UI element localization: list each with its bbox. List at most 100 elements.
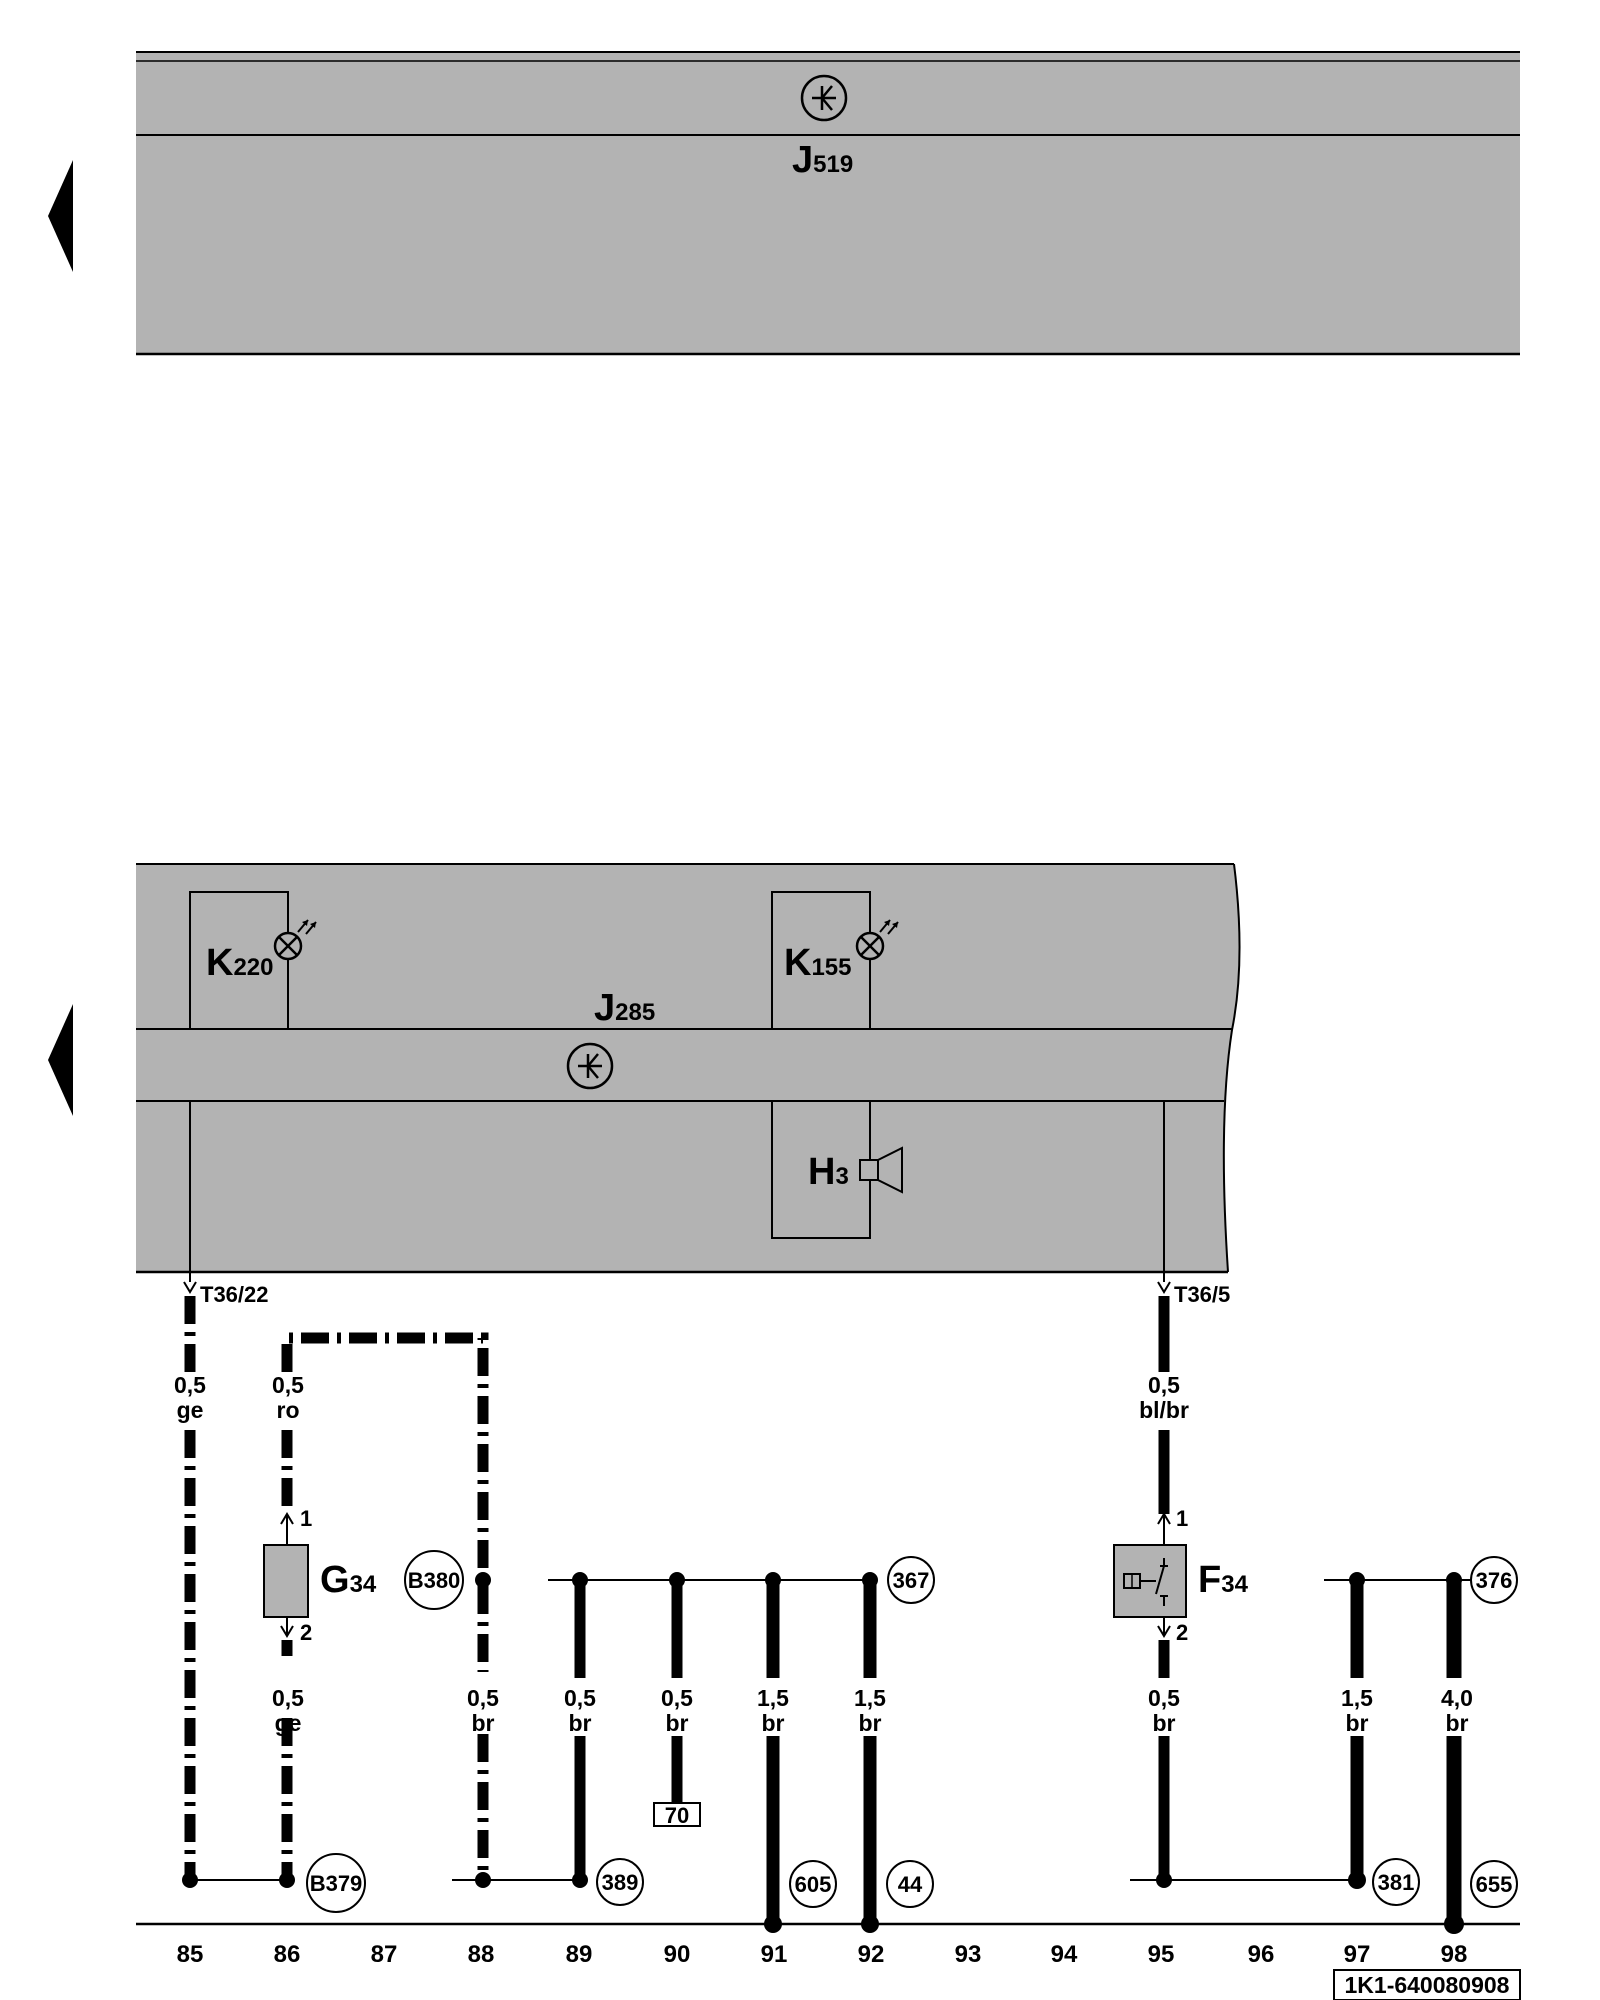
track-number: 86: [274, 1941, 301, 1968]
drawing-code-label: 1K1-640080908: [1345, 1972, 1510, 1998]
track-number: 89: [566, 1941, 593, 1968]
module-j285: K220 K155 J285: [136, 863, 1241, 1282]
wire-98: [1444, 1572, 1464, 1934]
track-number: 90: [664, 1941, 691, 1968]
lamp-k220-label: K220: [206, 942, 274, 984]
switch-f34-pin-1: 1: [1176, 1506, 1188, 1531]
ref-b380: B380: [404, 1550, 464, 1610]
switch-icon: [1123, 1558, 1168, 1606]
ref-389: 389: [596, 1858, 644, 1906]
track-number: 97: [1344, 1941, 1371, 1968]
wire-85-gauge: 0,5: [174, 1372, 206, 1398]
ref-605: 605: [789, 1860, 837, 1908]
track-number: 88: [468, 1941, 495, 1968]
ref-389-label: 389: [602, 1870, 639, 1895]
wire-90-color: br: [666, 1710, 689, 1736]
track-number: 95: [1148, 1941, 1175, 1968]
track-number: 91: [761, 1941, 788, 1968]
connector-t36-5: T36/5: [1157, 1281, 1230, 1307]
wire-95-top-gauge: 0,5: [1148, 1372, 1180, 1398]
ref-376-label: 376: [1476, 1568, 1513, 1593]
wire-95: [1130, 1296, 1357, 1888]
wire-97-gauge: 1,5: [1341, 1685, 1373, 1711]
wire-97: [1348, 1572, 1366, 1889]
wire-86: [279, 1332, 489, 1888]
track-number: 92: [858, 1941, 885, 1968]
wire-97-color: br: [1346, 1710, 1369, 1736]
buzzer-h3-label: H3: [808, 1151, 849, 1193]
ref-b379-label: B379: [310, 1871, 363, 1896]
connector-t36-5-label: T36/5: [1174, 1282, 1230, 1307]
module-j519-label: J519: [792, 139, 853, 181]
track-number: 96: [1248, 1941, 1275, 1968]
left-arrow-icon[interactable]: [48, 1004, 73, 1116]
wire-98-gauge: 4,0: [1441, 1685, 1473, 1711]
track-numbers: 85 86 87 88 89 90 91 92 93 94 95 96 97 9…: [177, 1941, 1468, 1968]
switch-f34: 1 2 F34: [1113, 1506, 1249, 1645]
sensor-g34-pin-1: 1: [300, 1506, 312, 1531]
wire-85-color: ge: [177, 1397, 204, 1423]
ref-655-label: 655: [1476, 1872, 1513, 1897]
lamp-k220: K220: [189, 891, 317, 1030]
wire-89-gauge: 0,5: [564, 1685, 596, 1711]
track-number: 93: [955, 1941, 982, 1968]
wire-89: [572, 1572, 588, 1888]
wire-88: [452, 1572, 580, 1888]
left-arrow-icon[interactable]: [48, 160, 73, 272]
track-number: 87: [371, 1941, 398, 1968]
wire-88-color: br: [472, 1710, 495, 1736]
sensor-g34-pin-2: 2: [300, 1620, 312, 1645]
indicator-lamp-icon: [273, 919, 317, 961]
track-number: 98: [1441, 1941, 1468, 1968]
lamp-k155-label: K155: [784, 942, 852, 984]
speaker-icon: [859, 1146, 903, 1194]
wire-91-color: br: [762, 1710, 785, 1736]
switch-f34-pin-2: 2: [1176, 1620, 1188, 1645]
ground-symbol-icon: [800, 74, 848, 122]
wire-86-bottom-gauge: 0,5: [272, 1685, 304, 1711]
wire-86-top-color: ro: [277, 1397, 300, 1423]
wire-92-gauge: 1,5: [854, 1685, 886, 1711]
ref-367-label: 367: [893, 1568, 930, 1593]
drawing-code: 1K1-640080908: [1333, 1969, 1521, 2000]
wire-95-top-color: bl/br: [1139, 1397, 1189, 1423]
sensor-g34-label: G34: [320, 1559, 377, 1601]
ref-605-label: 605: [795, 1872, 832, 1897]
wire-86-top-gauge: 0,5: [272, 1372, 304, 1398]
ref-367: 367: [887, 1556, 935, 1604]
module-j519: J519: [136, 51, 1520, 356]
ref-655: 655: [1470, 1860, 1518, 1908]
track-number: 94: [1051, 1941, 1078, 1968]
ref-box-70: 70: [653, 1802, 701, 1828]
track-number: 85: [177, 1941, 204, 1968]
module-j285-label: J285: [594, 987, 655, 1029]
wire-88-gauge: 0,5: [467, 1685, 499, 1711]
ref-376: 376: [1470, 1556, 1518, 1604]
connector-t36-22-label: T36/22: [200, 1282, 269, 1307]
connector-t36-22: T36/22: [183, 1281, 269, 1307]
wire-95-bottom-color: br: [1153, 1710, 1176, 1736]
wire-86-bottom-color: ge: [275, 1710, 302, 1736]
ground-symbol-icon: [566, 1042, 614, 1090]
ref-b380-label: B380: [408, 1568, 461, 1593]
wire-91-gauge: 1,5: [757, 1685, 789, 1711]
wire-85: [182, 1296, 288, 1888]
ref-b379: B379: [306, 1853, 366, 1913]
wire-91: [764, 1572, 782, 1933]
buzzer-h3: H3: [771, 1100, 903, 1239]
wire-95-bottom-gauge: 0,5: [1148, 1685, 1180, 1711]
lamp-k155: K155: [771, 891, 899, 1030]
wire-98-color: br: [1446, 1710, 1469, 1736]
wire-90-gauge: 0,5: [661, 1685, 693, 1711]
ref-381: 381: [1372, 1858, 1420, 1906]
switch-f34-label: F34: [1198, 1559, 1249, 1601]
wire-92: [861, 1572, 879, 1933]
wire-89-color: br: [569, 1710, 592, 1736]
ref-44: 44: [886, 1860, 934, 1908]
sensor-g34: 1 2 G34: [263, 1506, 377, 1645]
indicator-lamp-icon: [855, 919, 899, 961]
wire-92-color: br: [859, 1710, 882, 1736]
ref-box-70-label: 70: [665, 1803, 689, 1828]
wire-90: [669, 1572, 685, 1803]
